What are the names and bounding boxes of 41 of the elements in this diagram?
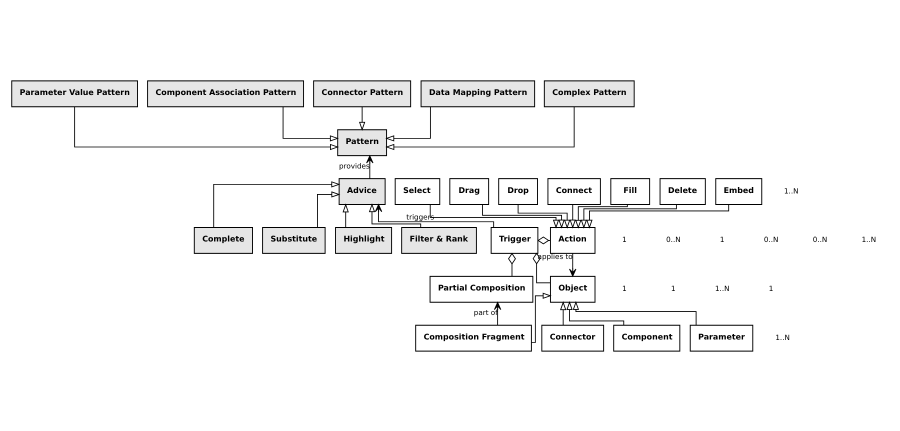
arrow	[74, 106, 339, 150]
label: 1	[671, 284, 676, 293]
label: 0..N	[812, 234, 828, 244]
label: 1	[768, 284, 774, 293]
arrow	[570, 204, 576, 228]
arrow	[580, 204, 677, 228]
label: 1..N	[714, 284, 730, 293]
arrow	[317, 190, 340, 228]
arrow	[368, 202, 422, 228]
arrow	[566, 300, 624, 326]
label: 0..N	[666, 234, 681, 244]
arrow	[359, 106, 366, 130]
arrow	[282, 106, 339, 141]
connector	[508, 252, 516, 276]
arrow	[213, 180, 340, 228]
arrow	[518, 204, 570, 228]
arrow	[531, 292, 552, 342]
label: 1	[622, 284, 627, 293]
arrow	[560, 300, 566, 326]
label: 1..N	[775, 332, 790, 342]
label: 1..N	[862, 234, 876, 244]
label: 1	[720, 234, 725, 244]
arrow	[366, 154, 374, 178]
connector	[537, 236, 551, 244]
edge-label: provides	[339, 161, 370, 170]
label: 1..N	[784, 186, 798, 195]
arrow	[569, 252, 576, 276]
label: 1	[622, 234, 627, 244]
arrow	[482, 204, 565, 228]
arrow	[385, 106, 431, 141]
arrow	[430, 204, 560, 228]
label: 0..N	[764, 234, 778, 244]
arrow	[342, 202, 349, 228]
arrow	[575, 204, 628, 228]
connector	[532, 252, 551, 283]
arrow	[572, 300, 697, 326]
edge-label: applies to	[538, 252, 573, 261]
arrow	[374, 204, 494, 228]
edge-label: triggers	[406, 212, 434, 222]
arrow	[385, 106, 575, 150]
arrow	[586, 204, 730, 228]
